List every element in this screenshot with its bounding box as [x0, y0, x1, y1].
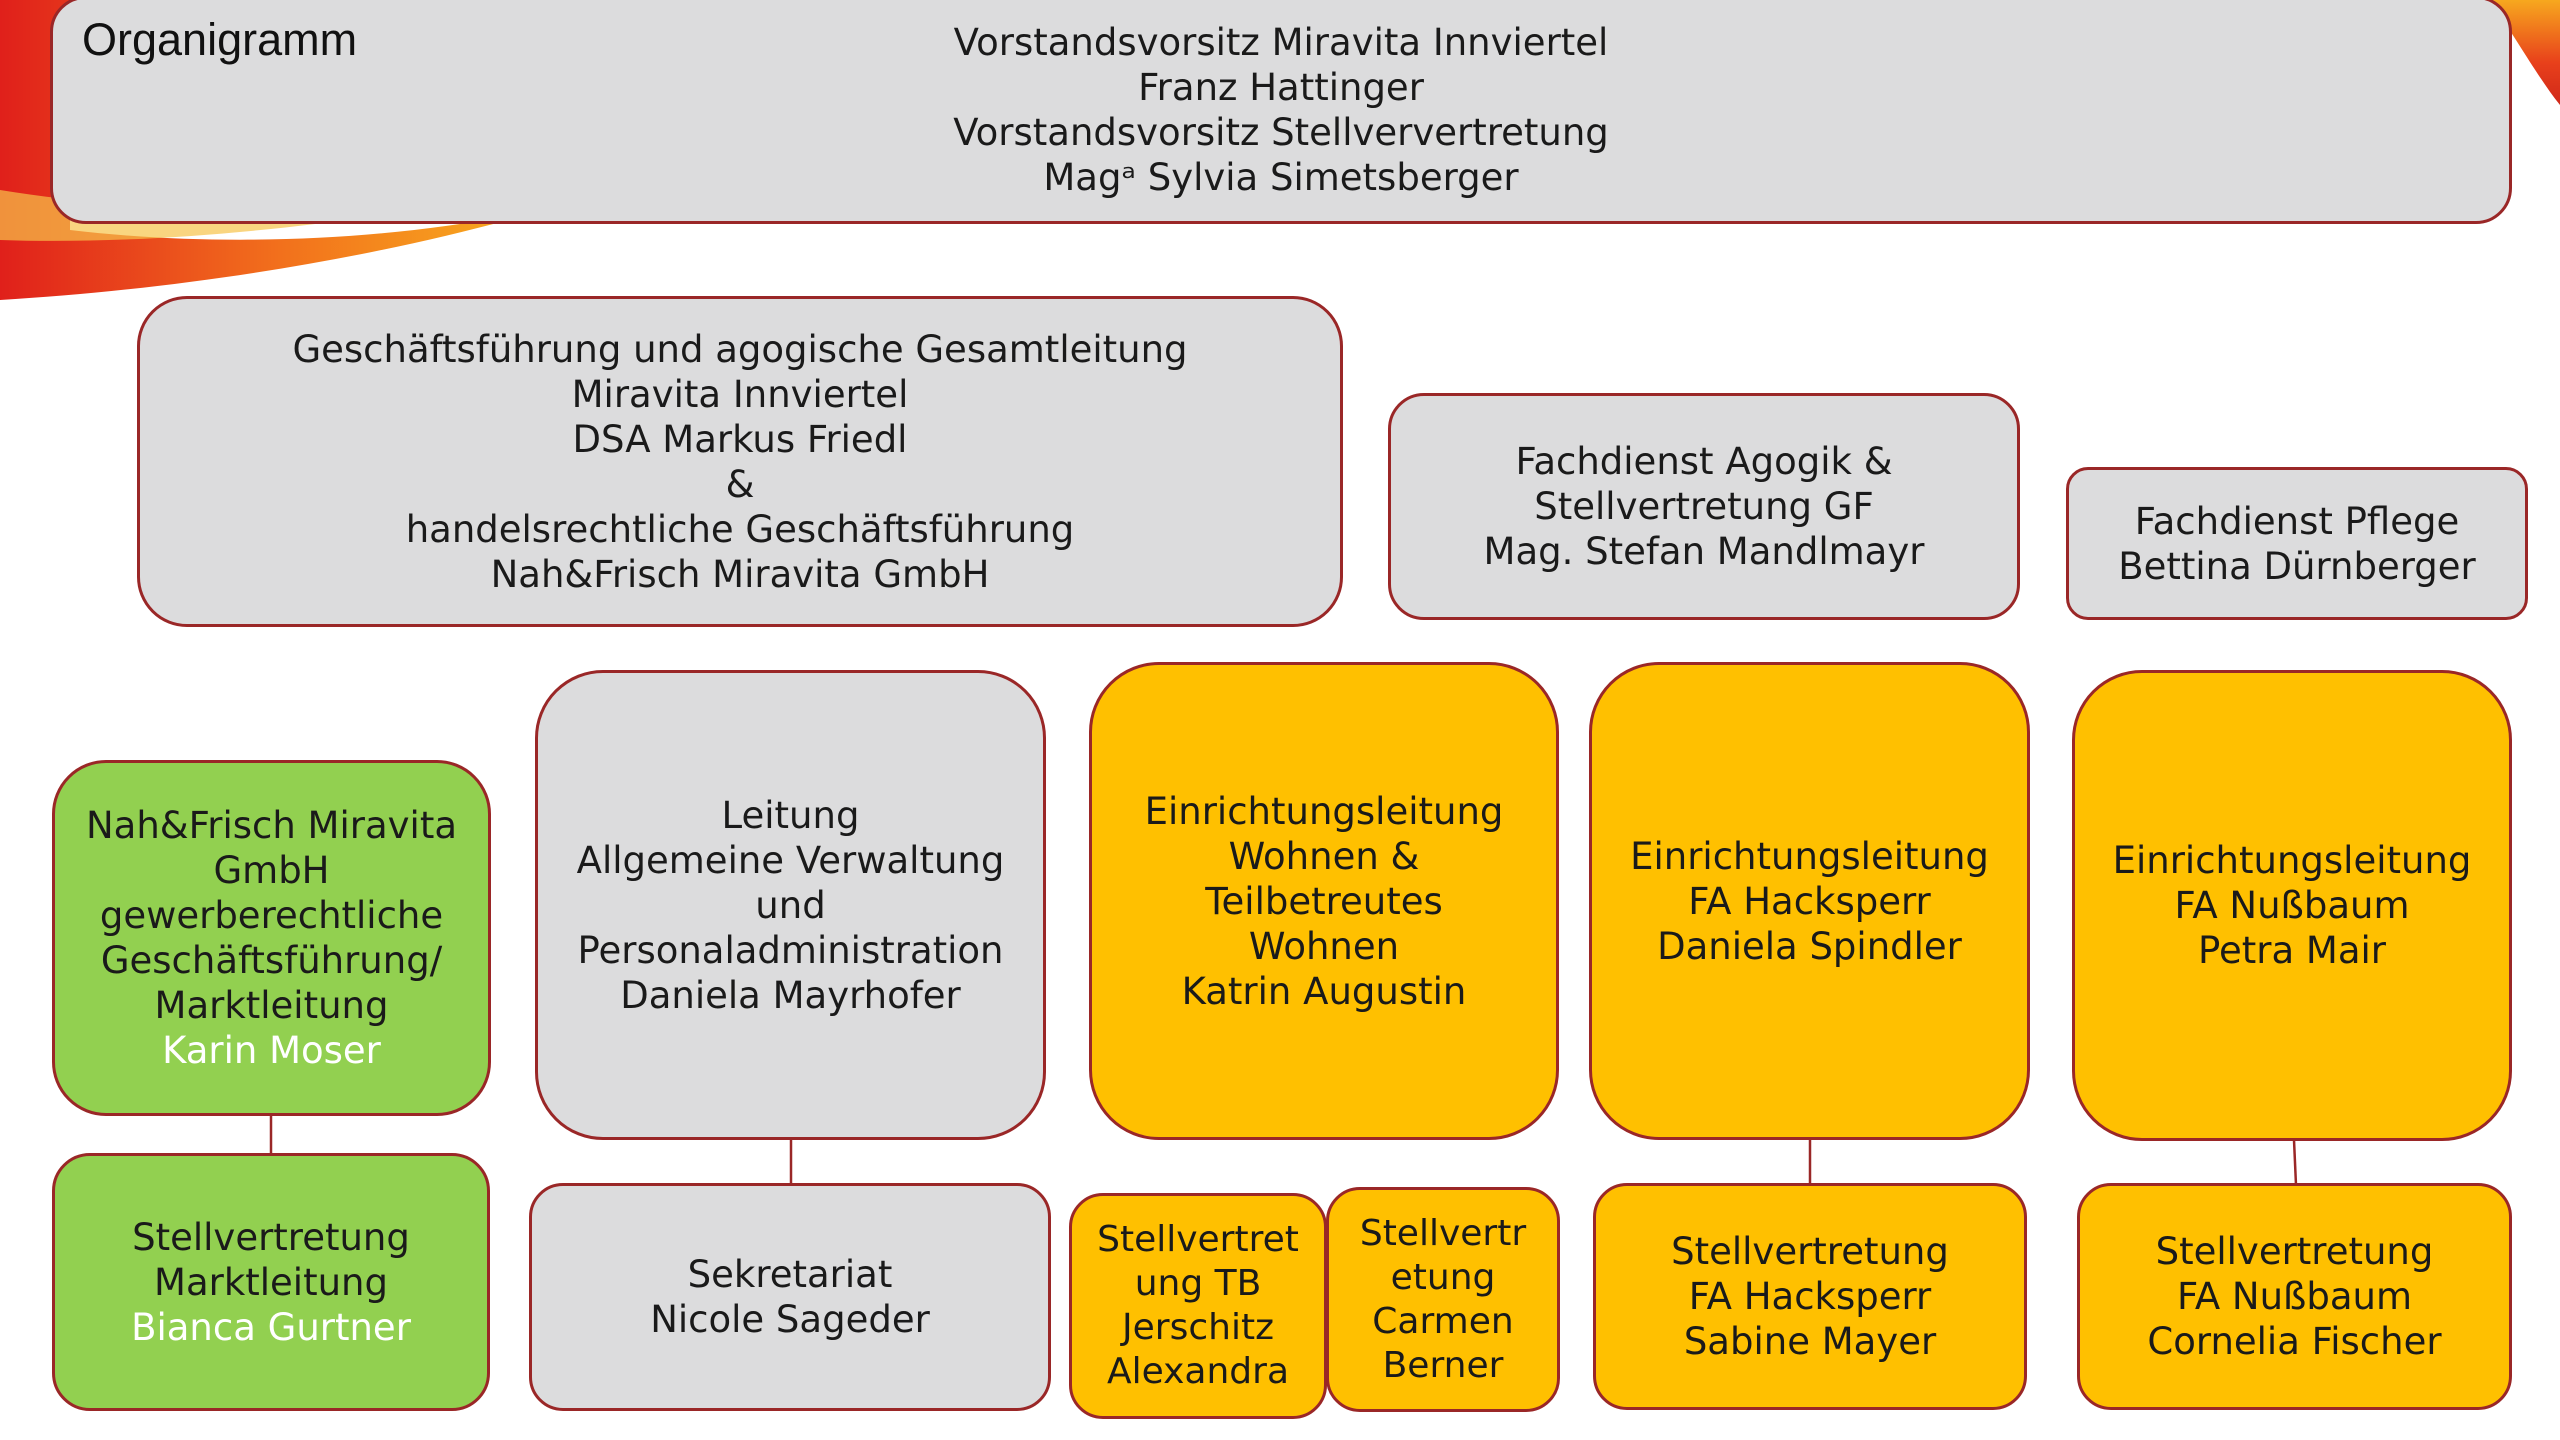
wohnen-deputy-1-line: Jerschitz — [1122, 1307, 1274, 1348]
market-line: Marktleitung — [154, 984, 389, 1027]
hacksperr-deputy-line: FA Hacksperr — [1688, 1275, 1932, 1318]
wohnen-line: Teilbetreutes — [1205, 879, 1443, 923]
secretariat-line: Sekretariat — [687, 1253, 893, 1296]
wohnen-deputy-1-line: Stellvertret — [1097, 1219, 1299, 1260]
admin-line: Allgemeine Verwaltung — [576, 838, 1005, 882]
market-box: Nah&Frisch Miravita GmbH gewerberechtlic… — [52, 760, 491, 1116]
wohnen-deputy-2-line: Stellvertr — [1359, 1212, 1527, 1254]
wohnen-deputy-2-line: etung — [1390, 1256, 1496, 1298]
board-line: Magᵃ Sylvia Simetsberger — [1043, 156, 1519, 199]
wohnen-line: Wohnen — [1248, 924, 1400, 968]
wohnen-line: Wohnen & — [1228, 834, 1420, 878]
management-line: Nah&Frisch Miravita GmbH — [490, 552, 990, 596]
pflege-line: Fachdienst Pflege — [2134, 499, 2460, 543]
nussbaum-line: Petra Mair — [2198, 929, 2386, 972]
nussbaum-line: Einrichtungsleitung — [2112, 839, 2472, 882]
wohnen-deputy-1-box: Stellvertret ung TB Jerschitz Alexandra — [1069, 1193, 1327, 1419]
board-line: Vorstandsvorsitz Stellververtretung — [953, 111, 1609, 154]
hacksperr-box: Einrichtungsleitung FA Hacksperr Daniela… — [1589, 662, 2030, 1140]
hacksperr-line: Einrichtungsleitung — [1630, 834, 1989, 878]
agogik-line: Stellvertretung GF — [1534, 485, 1874, 528]
management-box: Geschäftsführung und agogische Gesamtlei… — [137, 296, 1343, 627]
nussbaum-deputy-line: Cornelia Fischer — [2147, 1320, 2442, 1363]
admin-line: Leitung — [721, 793, 860, 837]
secretariat-box: Sekretariat Nicole Sageder — [529, 1183, 1051, 1411]
pflege-line: Bettina Dürnberger — [2118, 544, 2476, 588]
board-line: Franz Hattinger — [1138, 66, 1424, 109]
hacksperr-line: Daniela Spindler — [1657, 924, 1962, 968]
hacksperr-deputy-line: Sabine Mayer — [1683, 1320, 1937, 1363]
admin-line: und — [755, 883, 826, 927]
market-person: Karin Moser — [162, 1029, 381, 1072]
management-line: handelsrechtliche Geschäftsführung — [405, 507, 1075, 551]
nussbaum-line: FA Nußbaum — [2174, 884, 2410, 927]
nussbaum-deputy-box: Stellvertretung FA Nußbaum Cornelia Fisc… — [2077, 1183, 2512, 1410]
management-line: DSA Markus Friedl — [572, 417, 908, 461]
board-box: Vorstandsvorsitz Miravita Innviertel Fra… — [50, 0, 2512, 224]
market-deputy-person: Bianca Gurtner — [131, 1305, 411, 1349]
market-line: GmbH — [213, 849, 330, 892]
nussbaum-box: Einrichtungsleitung FA Nußbaum Petra Mai… — [2072, 670, 2512, 1141]
market-deputy-line: Marktleitung — [154, 1260, 388, 1304]
wohnen-box: Einrichtungsleitung Wohnen & Teilbetreut… — [1089, 662, 1559, 1140]
wohnen-line: Katrin Augustin — [1181, 969, 1467, 1013]
management-line: Miravita Innviertel — [571, 372, 909, 416]
market-deputy-box: Stellvertretung Marktleitung Bianca Gurt… — [52, 1153, 490, 1411]
nussbaum-deputy-line: Stellvertretung — [2155, 1230, 2434, 1273]
agogik-box: Fachdienst Agogik & Stellvertretung GF M… — [1388, 393, 2020, 620]
management-line: & — [725, 462, 755, 506]
wohnen-deputy-2-line: Carmen — [1372, 1300, 1514, 1342]
wohnen-deputy-2-line: Berner — [1382, 1344, 1504, 1386]
market-deputy-line: Stellvertretung — [132, 1215, 410, 1259]
board-line: Vorstandsvorsitz Miravita Innviertel — [953, 21, 1609, 64]
hacksperr-line: FA Hacksperr — [1688, 879, 1931, 923]
agogik-line: Fachdienst Agogik & — [1515, 440, 1893, 483]
market-line: Geschäftsführung/ — [100, 939, 443, 982]
admin-box: Leitung Allgemeine Verwaltung und Person… — [535, 670, 1046, 1140]
market-line: Nah&Frisch Miravita — [85, 804, 457, 847]
wohnen-deputy-1-line: Alexandra — [1106, 1351, 1290, 1392]
pflege-box: Fachdienst Pflege Bettina Dürnberger — [2066, 467, 2528, 620]
wohnen-deputy-1-line: ung TB — [1134, 1263, 1262, 1304]
wohnen-line: Einrichtungsleitung — [1144, 789, 1504, 833]
hacksperr-deputy-box: Stellvertretung FA Hacksperr Sabine Maye… — [1593, 1183, 2027, 1410]
slide-title: Organigramm — [82, 14, 358, 65]
wohnen-deputy-2-box: Stellvertr etung Carmen Berner — [1326, 1187, 1560, 1412]
admin-line: Daniela Mayrhofer — [620, 973, 961, 1017]
nussbaum-deputy-line: FA Nußbaum — [2176, 1275, 2413, 1318]
connector-nussbaum — [2292, 1139, 2298, 1186]
agogik-line: Mag. Stefan Mandlmayr — [1483, 530, 1925, 573]
secretariat-line: Nicole Sageder — [650, 1298, 930, 1341]
admin-line: Personaladministration — [577, 928, 1004, 972]
management-line: Geschäftsführung und agogische Gesamtlei… — [292, 327, 1188, 371]
market-line: gewerberechtliche — [99, 894, 444, 937]
hacksperr-deputy-line: Stellvertretung — [1671, 1230, 1949, 1273]
